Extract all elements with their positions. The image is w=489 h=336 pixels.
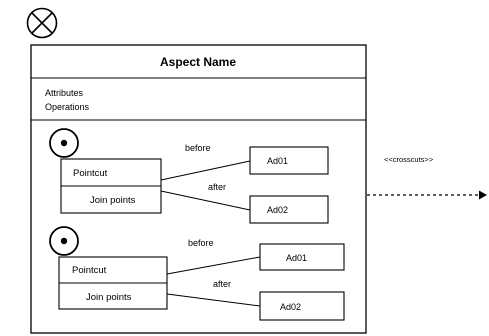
- pointcut-label: Pointcut: [73, 168, 108, 179]
- advice-box-after: [259, 291, 345, 321]
- dotted-circle-icon: [49, 226, 79, 256]
- edge-before-label: before: [185, 143, 211, 153]
- edge-after-label: after: [213, 279, 231, 289]
- edge-after-label: after: [208, 182, 226, 192]
- circle-x-icon: [26, 7, 58, 39]
- advice-after-label: Ad02: [267, 205, 288, 215]
- dotted-circle-icon: [49, 128, 79, 158]
- advice-after-label: Ad02: [280, 302, 301, 312]
- aspect-name: Aspect Name: [160, 55, 236, 69]
- advice-box-after: [249, 195, 329, 224]
- edge-after: [160, 190, 251, 211]
- pointcut-group-1: Pointcut Join points before after Ad01 A…: [49, 128, 329, 224]
- advice-before-label: Ad01: [267, 156, 288, 166]
- joinpoints-label: Join points: [90, 195, 136, 206]
- crosscuts-label: <<crosscuts>>: [384, 155, 434, 164]
- operations-label: Operations: [45, 102, 90, 112]
- pointcut-label: Pointcut: [72, 265, 107, 276]
- attributes-label: Attributes: [45, 88, 84, 98]
- edge-before: [166, 256, 261, 275]
- dashed-arrow-icon: [367, 190, 487, 200]
- edge-before-label: before: [188, 238, 214, 248]
- pointcut-group-2: Pointcut Join points before after Ad01 A…: [49, 226, 345, 321]
- edge-before: [160, 160, 251, 181]
- aspect-box: [30, 44, 367, 334]
- joinpoints-label: Join points: [86, 292, 132, 303]
- edge-after: [166, 293, 261, 307]
- advice-before-label: Ad01: [286, 253, 307, 263]
- advice-box-before: [259, 243, 345, 271]
- advice-box-before: [249, 146, 329, 175]
